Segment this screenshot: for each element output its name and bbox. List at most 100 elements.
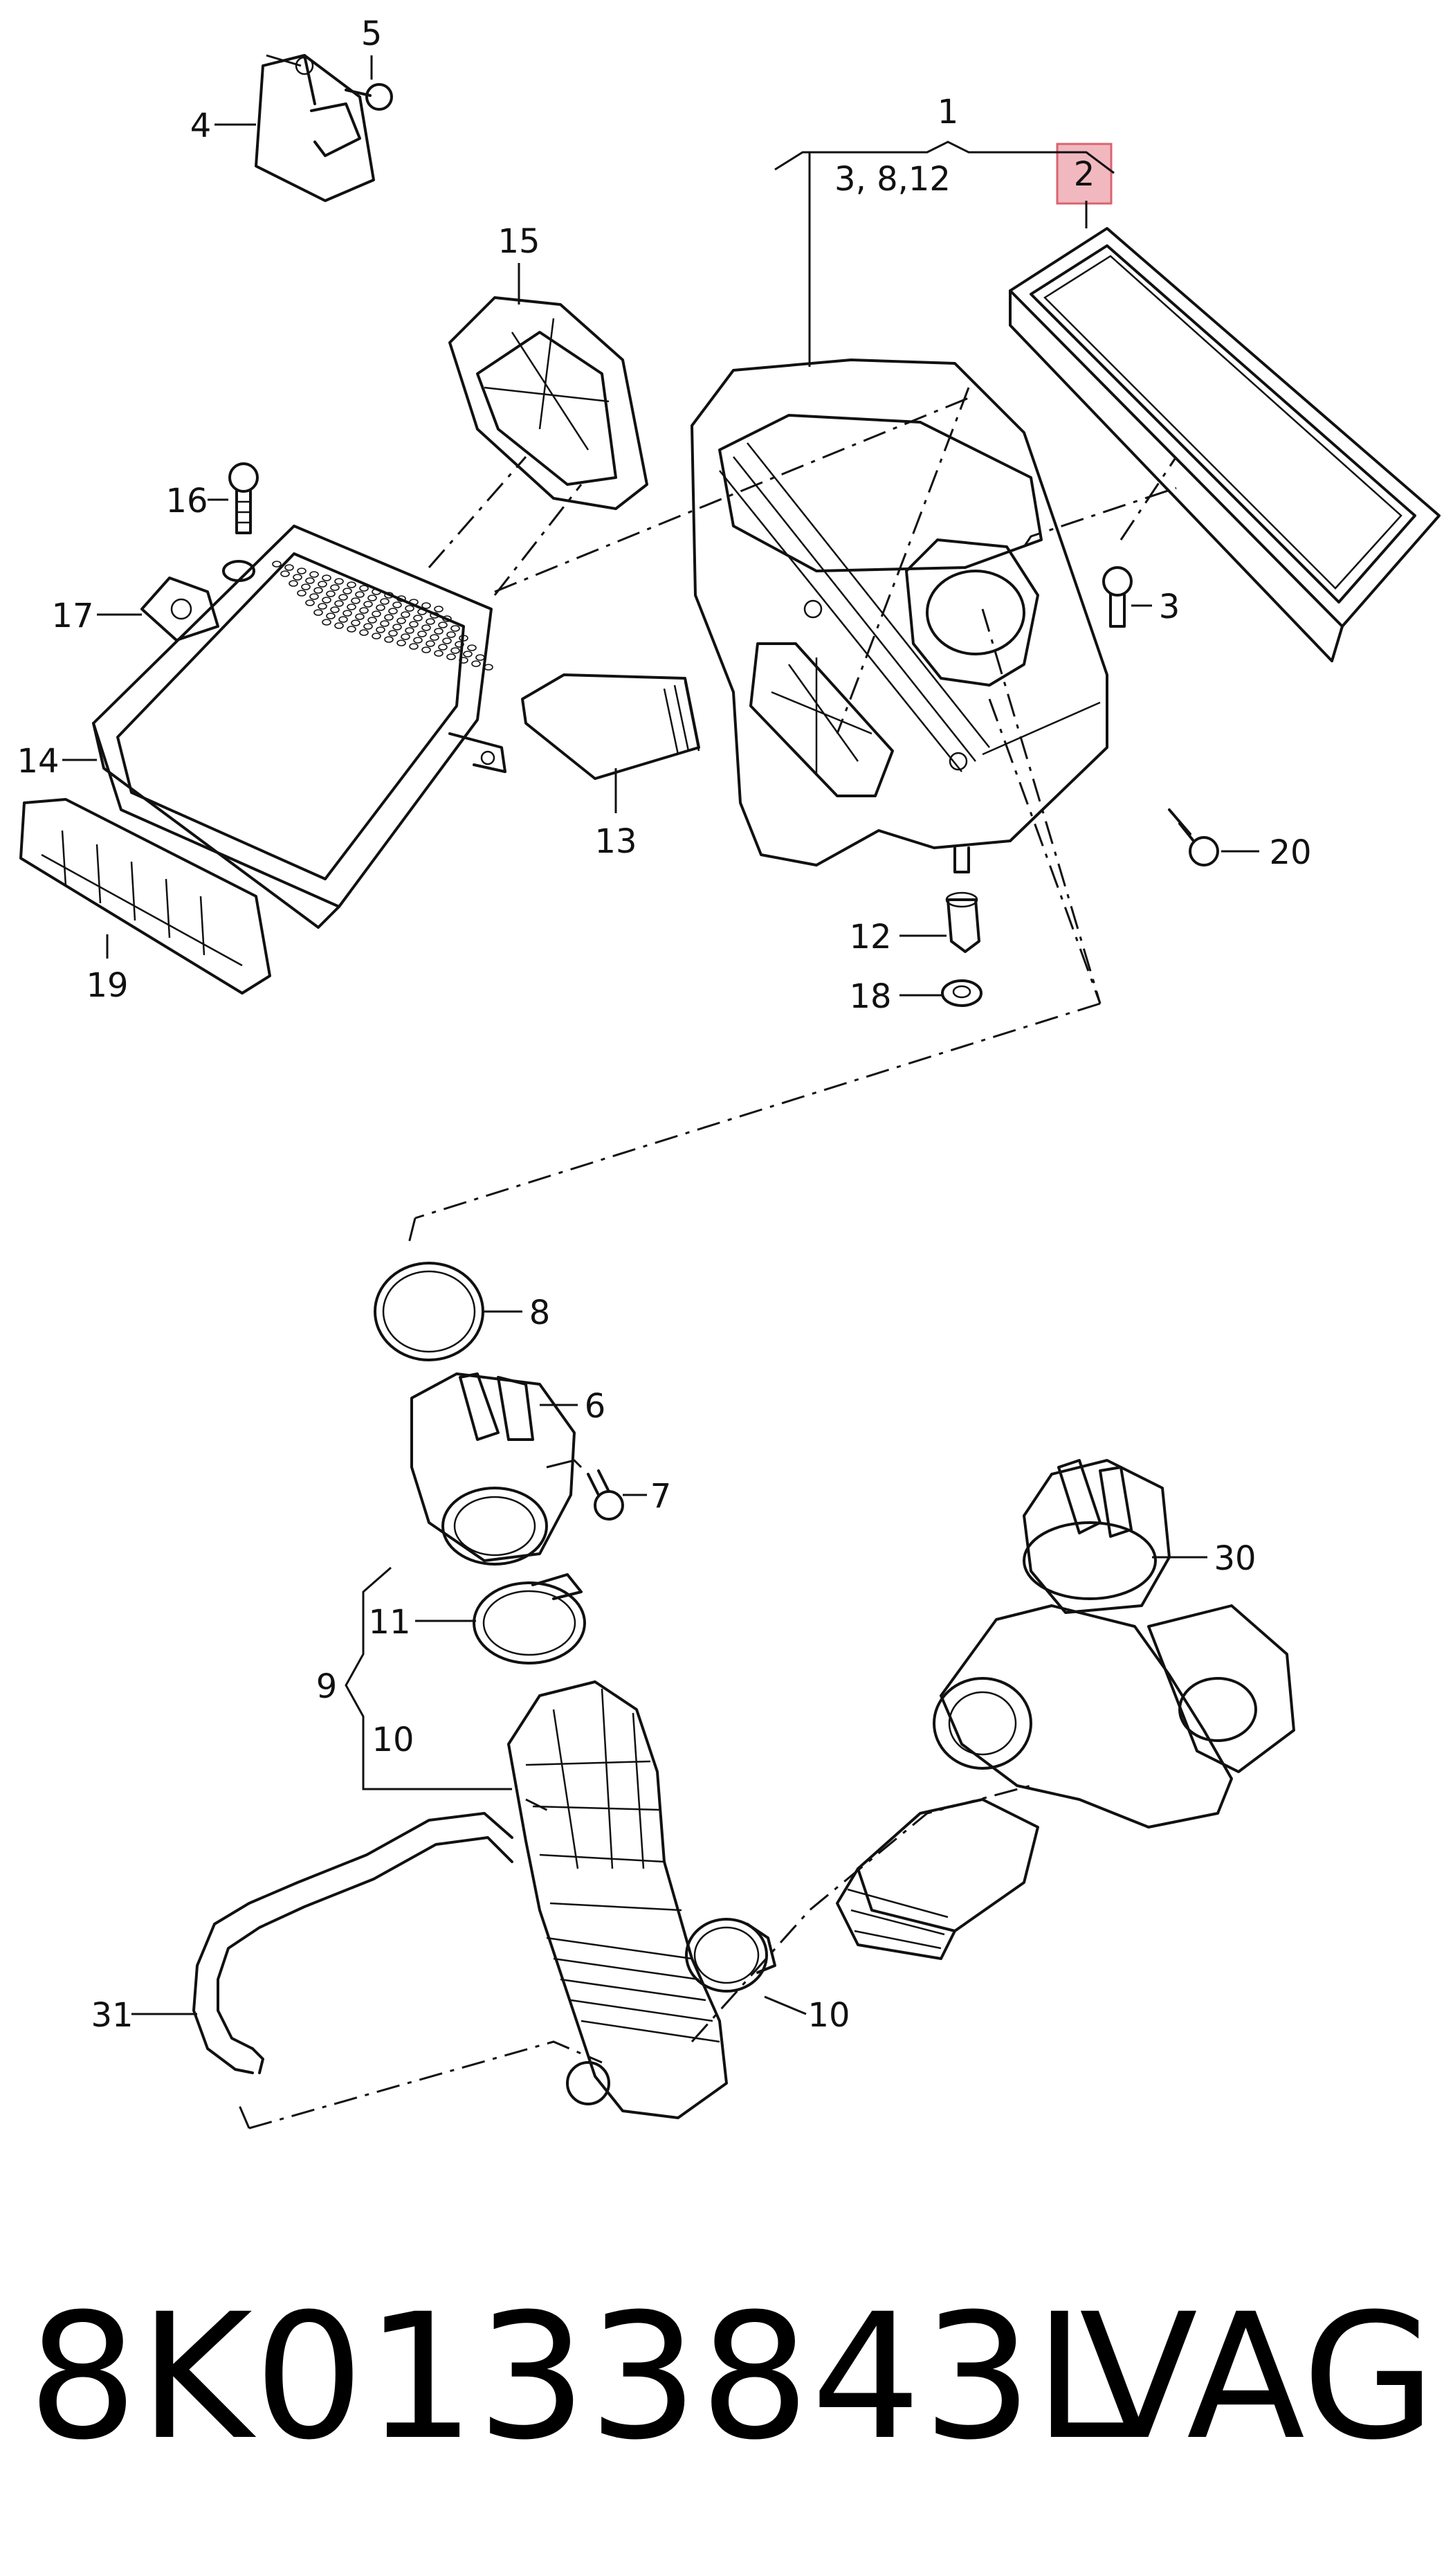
grille-hole — [318, 603, 327, 610]
grille-hole — [413, 615, 423, 622]
grille-hole — [409, 643, 419, 650]
grille-hole — [342, 610, 352, 617]
callout-9[interactable]: 9 — [316, 1667, 338, 1706]
grille-hole — [401, 611, 410, 618]
grille-hole — [463, 651, 473, 657]
grille-hole — [359, 629, 369, 636]
callout-12[interactable]: 12 — [849, 918, 891, 956]
grille-hole — [347, 626, 356, 633]
grille-hole — [309, 571, 319, 578]
callout-4[interactable]: 4 — [190, 107, 212, 145]
grille-hole — [305, 577, 315, 584]
grille-hole — [392, 601, 402, 608]
callout-8[interactable]: 8 — [529, 1294, 551, 1332]
callout-3-8-12[interactable]: 3, 8,12 — [834, 160, 951, 199]
hose-clamp-part-11 — [473, 1573, 586, 1665]
callout-17[interactable]: 17 — [51, 597, 93, 635]
callout-10-right[interactable]: 10 — [807, 1996, 850, 2035]
dash-dot-guides — [237, 387, 1178, 2130]
turbocharger-part-30 — [836, 1459, 1295, 1960]
grille-hole — [405, 605, 414, 612]
grille-hole — [359, 585, 369, 592]
grille-hole — [388, 630, 398, 637]
grille-hole — [442, 637, 452, 644]
callout-1[interactable]: 1 — [938, 93, 959, 131]
grille-hole — [363, 623, 373, 630]
screw-part-16 — [228, 462, 259, 534]
screw-part-7 — [587, 1469, 624, 1521]
grille-hole — [305, 599, 315, 606]
callout-2[interactable]: 2 — [1074, 155, 1095, 194]
seal-part-13 — [521, 673, 700, 780]
grille-hole — [384, 592, 394, 599]
intake-duct-part-14 — [92, 525, 506, 929]
grille-hole — [396, 617, 406, 624]
callout-31[interactable]: 31 — [91, 1996, 133, 2035]
grille-hole — [384, 614, 394, 621]
grille-hole — [293, 574, 302, 581]
callout-13[interactable]: 13 — [594, 822, 637, 861]
grille-hole — [338, 616, 348, 623]
leader-lines — [62, 54, 1259, 2015]
grille-hole — [376, 604, 385, 611]
callout-30[interactable]: 30 — [1214, 1539, 1256, 1578]
grille-part-19 — [19, 798, 271, 995]
grille-hole — [409, 621, 419, 628]
grille-hole — [459, 635, 468, 642]
callout-7[interactable]: 7 — [650, 1477, 672, 1516]
callout-14[interactable]: 14 — [17, 742, 59, 781]
grille-hole — [475, 654, 485, 661]
washer-part-18 — [941, 979, 983, 1007]
grille-hole — [450, 647, 460, 654]
callout-11[interactable]: 11 — [368, 1603, 410, 1642]
grille-hole — [355, 591, 365, 598]
callout-19[interactable]: 19 — [86, 966, 128, 1005]
callout-3[interactable]: 3 — [1159, 588, 1180, 626]
grille-hole — [297, 590, 307, 597]
grille-hole — [334, 578, 344, 585]
grille-hole — [426, 618, 435, 625]
grille-hole — [446, 631, 456, 638]
grille-hole — [409, 599, 419, 606]
grille-hole — [455, 641, 464, 648]
callout-6[interactable]: 6 — [585, 1387, 606, 1426]
screw-part-20 — [1168, 808, 1219, 867]
grille-hole — [313, 587, 323, 594]
grille-hole — [376, 626, 385, 633]
brand-name: VAG — [1079, 2276, 1436, 2478]
grille-hole — [363, 601, 373, 608]
grille-hole — [351, 619, 360, 626]
grille-hole — [446, 653, 456, 660]
grille-hole — [380, 598, 390, 605]
grille-hole — [392, 624, 402, 631]
grille-hole — [430, 634, 439, 641]
grille-hole — [347, 604, 356, 610]
grille-hole — [434, 628, 444, 635]
callout-16[interactable]: 16 — [165, 482, 208, 520]
grille-hole — [434, 650, 444, 657]
grille-hole — [405, 627, 414, 634]
grille-hole — [396, 595, 406, 602]
grille-hole — [426, 640, 435, 647]
grille-hole — [384, 636, 394, 643]
grommet-part-12 — [945, 891, 980, 953]
grille-hole — [421, 602, 431, 609]
grille-hole — [301, 583, 311, 590]
highlight-box-part-2[interactable] — [1056, 143, 1113, 205]
callout-10-left[interactable]: 10 — [372, 1721, 414, 1759]
grille-hole — [338, 594, 348, 601]
grille-hole — [372, 588, 381, 595]
grille-hole — [421, 646, 431, 653]
grille-hole — [297, 568, 307, 574]
filter-element-part-2 — [1009, 227, 1441, 662]
callout-18[interactable]: 18 — [849, 977, 891, 1016]
callout-5[interactable]: 5 — [361, 15, 383, 53]
clip-part-17 — [140, 560, 255, 642]
grille-hole — [438, 622, 448, 628]
callout-20[interactable]: 20 — [1269, 833, 1311, 872]
callout-15[interactable]: 15 — [497, 222, 540, 261]
grille-hole — [459, 657, 468, 664]
grille-hole — [413, 637, 423, 644]
grille-hole — [334, 600, 344, 607]
grille-hole — [442, 615, 452, 622]
